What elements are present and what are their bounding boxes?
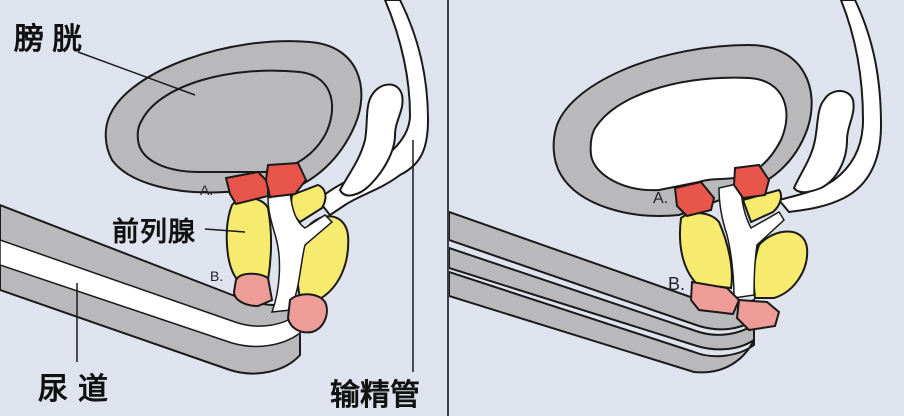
leader-line-prostate — [204, 228, 246, 233]
sphincter-b-lower — [286, 293, 328, 334]
panel-divider — [447, 0, 449, 416]
sphincter-b-lower — [735, 298, 781, 332]
diagram-panel-left: 膀胱 前列腺 尿道 输精管 A. B. — [0, 0, 447, 416]
anatomy-illustration-right — [449, 0, 883, 374]
label-prostate: 前列腺 — [112, 217, 196, 248]
sphincter-b-upper — [232, 272, 274, 308]
label-sphincter-a-left: A. — [200, 182, 214, 198]
bladder-cavity — [136, 69, 333, 173]
sphincter-b-upper — [689, 280, 741, 316]
vas-deferens-shape — [777, 0, 883, 214]
label-sphincter-a-right: A. — [653, 190, 669, 207]
sphincter-a-right — [732, 163, 771, 200]
urethra-lumen — [0, 239, 301, 348]
label-sphincter-b-left: B. — [210, 268, 224, 284]
prostate-left-lobe — [679, 212, 733, 290]
label-sphincter-b-right: B. — [668, 274, 686, 294]
sphincter-a-right — [264, 161, 308, 199]
label-bladder: 膀胱 — [14, 22, 90, 57]
vas-deferens-shape — [316, 0, 430, 217]
prostate-upper-segment — [741, 188, 782, 224]
anatomy-illustration-left — [0, 0, 430, 375]
urethra-lower-wall — [449, 270, 755, 374]
seminal-vesicle-shape — [338, 83, 404, 197]
sphincter-a-left — [673, 180, 716, 218]
sphincter-a-left — [224, 170, 269, 206]
leader-line-bladder — [77, 51, 196, 96]
diagram-panel-right: A. B. — [449, 0, 904, 416]
label-urethra: 尿道 — [38, 372, 118, 407]
prostatic-urethra — [718, 182, 785, 299]
seminal-vesicle-shape — [792, 90, 855, 194]
label-vas-deferens: 输精管 — [330, 378, 420, 413]
